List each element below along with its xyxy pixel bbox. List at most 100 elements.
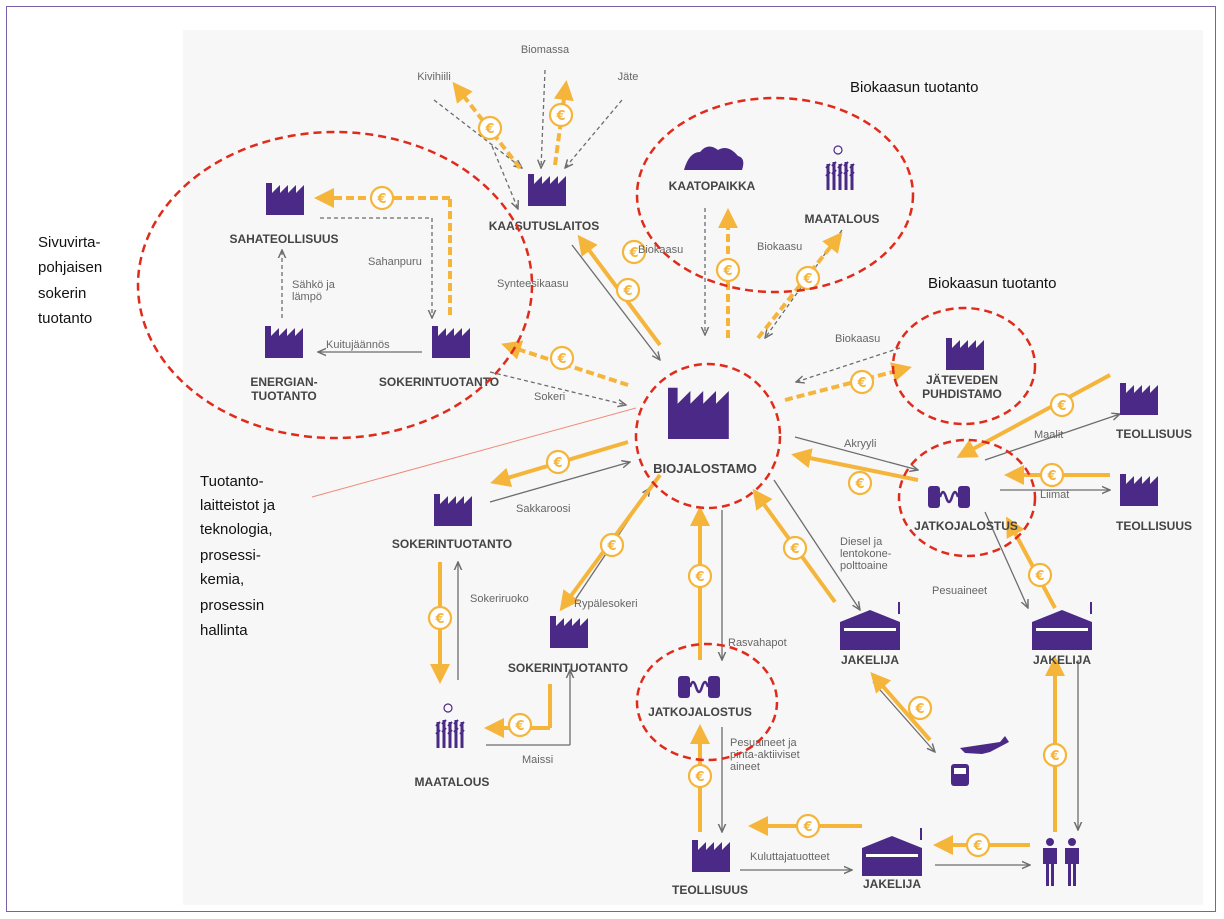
node-energian-line1: ENERGIAN- [250, 375, 317, 389]
node-sokerintuotanto-left: SOKERINTUOTANTO [379, 375, 499, 389]
processing-plant-icon [676, 674, 722, 700]
edge-kivihiili: Kivihiili [417, 71, 451, 83]
node-icons [265, 144, 1158, 886]
euro-coin-icon [507, 712, 533, 738]
node-jateveden-line1: JÄTEVEDEN [926, 372, 998, 387]
factory-icon [668, 387, 729, 439]
edge-pesu2-line3: aineet [730, 761, 760, 773]
euro-coin-icon [545, 449, 571, 475]
highlight-jatkojalostus-low [635, 642, 779, 762]
edge-biokaasu-1: Biokaasu [638, 244, 683, 256]
annotation-connector [311, 407, 637, 498]
landfill-icon [684, 146, 744, 170]
edge-pesu2-line1: Pesuaineet ja [730, 737, 798, 749]
edge-kuitujaannos: Kuitujäännös [326, 339, 390, 351]
airplane-icon [960, 736, 1009, 754]
node-jakelija-mid: JAKELIJA [841, 653, 899, 667]
factory-icon [1120, 383, 1158, 415]
highlight-biokaasu-right [891, 306, 1037, 426]
highlight-sivuvirta [136, 130, 534, 440]
factory-icon [550, 616, 588, 648]
euro-coin-icon [1049, 392, 1075, 418]
factory-icon [528, 174, 566, 206]
warehouse-icon [840, 602, 900, 650]
edge-maalit: Maalit [1034, 429, 1063, 441]
node-sokerintuotanto-mid: SOKERINTUOTANTO [392, 537, 512, 551]
annotation-tuotanto-4: prosessi- [200, 547, 261, 564]
warehouse-icon [1032, 602, 1092, 650]
edge-kuluttajatuotteet: Kuluttajatuotteet [750, 851, 830, 863]
euro-coin-icon [477, 115, 503, 141]
edge-sokeriruoko: Sokeriruoko [470, 593, 529, 605]
node-sokerintuotanto-low: SOKERINTUOTANTO [508, 661, 628, 675]
euro-coin-icon [715, 257, 741, 283]
euro-coin-icon [369, 185, 395, 211]
euro-coin-icon [548, 102, 574, 128]
edge-synteesikaasu: Synteesikaasu [497, 278, 569, 290]
annotation-sivuvirta-2: pohjaisen [38, 259, 102, 276]
node-jakelija-bottom: JAKELIJA [863, 877, 921, 891]
edge-pesuaineet: Pesuaineet [932, 585, 987, 597]
highlight-jatkojalostus-right [897, 438, 1037, 558]
euro-coin-icon [549, 345, 575, 371]
factory-icon [265, 326, 303, 358]
edge-jate: Jäte [618, 71, 639, 83]
factory-icon [692, 840, 730, 872]
edge-labels: Biomassa Kivihiili Jäte Synteesikaasu Bi… [292, 44, 1069, 863]
node-jatkojalostus-right: JATKOJALOSTUS [914, 519, 1018, 533]
processing-plant-icon [926, 484, 972, 510]
annotation-tuotanto-5: kemia, [200, 571, 244, 588]
edge-rypalesokeri: Rypälesokeri [574, 598, 638, 610]
highlight-biojalostamo [634, 362, 782, 510]
annotation-sivuvirta-4: tuotanto [38, 310, 92, 327]
annotation-tuotanto-6: prosessin [200, 597, 264, 614]
node-sahateollisuus: SAHATEOLLISUUS [229, 232, 338, 246]
euro-coin-icon [795, 813, 821, 839]
node-jatkojalostus-low: JATKOJALOSTUS [648, 705, 752, 719]
node-teollisuus-bottom: TEOLLISUUS [672, 883, 748, 897]
annotation-biokaasu-top: Biokaasun tuotanto [850, 79, 978, 96]
node-maatalous-low: MAATALOUS [415, 775, 490, 789]
node-maatalous-top: MAATALOUS [805, 212, 880, 226]
annotation-sivuvirta-1: Sivuvirta- [38, 234, 101, 251]
euro-coin-icon [965, 832, 991, 858]
euro-coin-icon [847, 470, 873, 496]
euro-coin-icon [907, 695, 933, 721]
highlight-ellipses [136, 96, 1037, 762]
edge-diesel-line3: polttoaine [840, 560, 888, 572]
annotation-tuotanto-1: Tuotanto- [200, 473, 264, 490]
euro-coin-icon [427, 605, 453, 631]
node-teollisuus-right2: TEOLLISUUS [1116, 519, 1192, 533]
factory-icon [434, 494, 472, 526]
euro-coin-icon [599, 532, 625, 558]
edge-rasvahapot: Rasvahapot [728, 637, 787, 649]
edge-sokeri: Sokeri [534, 391, 565, 403]
euro-coin-icon [795, 265, 821, 291]
euro-coin-icon [615, 277, 641, 303]
factory-icon [266, 183, 304, 215]
node-kaatopaikka: KAATOPAIKKA [669, 179, 756, 193]
highlight-biokaasu-top [635, 96, 915, 294]
node-jakelija-right: JAKELIJA [1033, 653, 1091, 667]
edge-diesel-line2: lentokone- [840, 548, 892, 560]
annotation-tuotanto-7: hallinta [200, 622, 248, 639]
euro-coin-icon [687, 763, 713, 789]
edge-biokaasu-3: Biokaasu [835, 333, 880, 345]
bus-icon [951, 764, 969, 786]
factory-icon [432, 326, 470, 358]
node-kaasutuslaitos: KAASUTUSLAITOS [489, 219, 599, 233]
annotation-biokaasu-right: Biokaasun tuotanto [928, 275, 1056, 292]
crop-icon [434, 702, 466, 750]
diagram-frame [6, 6, 1216, 912]
diagram-background [183, 30, 1203, 905]
node-labels: BIOJALOSTAMO KAASUTUSLAITOS KAATOPAIKKA … [229, 179, 1192, 897]
edge-akryyli: Akryyli [844, 438, 876, 450]
annotations: Biokaasun tuotanto Biokaasun tuotanto Si… [38, 79, 1056, 639]
euro-coin-icon [1042, 742, 1068, 768]
factory-icon [1120, 474, 1158, 506]
edge-liimat: Liimat [1040, 489, 1069, 501]
annotation-tuotanto-2: laitteistot ja [200, 497, 276, 514]
node-energian-line2: TUOTANTO [251, 389, 317, 403]
edge-biomassa: Biomassa [521, 44, 570, 56]
